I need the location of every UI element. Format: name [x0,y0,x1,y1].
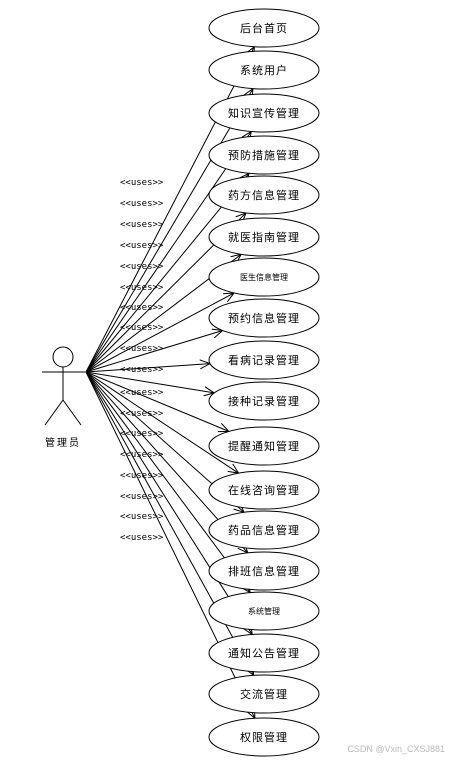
uses-labels: <<uses>> <<uses>> <<uses>> <<uses>> <<uses>>… [120,178,164,543]
use-cases: 后台首页系统用户知识宣传管理预防措施管理药方信息管理就医指南管理医生信息管理预约… [208,8,320,757]
use-case-ellipse [208,50,320,90]
actor-head [52,346,74,368]
use-case-label: 交流管理 [240,687,288,701]
association-edges [85,45,256,720]
use-case-ellipse [208,470,320,510]
use-case-label: 后台首页 [240,21,288,35]
association-line [85,371,230,432]
use-case-ellipse [208,135,320,175]
association-line [85,371,215,394]
uses-label: <<uses>> [120,365,164,375]
actor-admin: 管理员 [42,346,85,449]
actor-right-leg [62,399,82,426]
uses-label: <<uses>> [120,303,164,313]
association-line [85,292,235,373]
use-case-ellipse [208,510,320,550]
uses-label: <<uses>> [120,220,164,230]
use-case-label: 医生信息管理 [240,272,288,282]
actor-name: 管理员 [45,436,81,449]
uses-label: <<uses>> [120,429,164,439]
use-case-label: 权限管理 [240,730,288,744]
use-case-ellipse [208,257,320,297]
use-case-label: 通知公告管理 [228,646,300,660]
uses-label: <<uses>> [120,344,164,354]
uses-label: <<uses>> [120,241,164,251]
watermark: CSDN @Vxin_CXSJ881 [347,744,445,754]
uses-label: <<uses>> [120,178,164,188]
use-case-ellipse [208,674,320,714]
use-case-label: 就医指南管理 [228,230,300,244]
uses-label: <<uses>> [120,471,164,481]
uses-label: <<uses>> [120,409,164,419]
association-line [85,88,254,373]
use-case-ellipse [208,551,320,591]
use-case-label: 药方信息管理 [228,188,300,202]
use-case-ellipse [208,381,320,421]
association-line [85,363,211,373]
association-line [85,330,223,373]
use-case-label: 提醒通知管理 [228,439,300,453]
use-case-label: 药品信息管理 [228,523,300,537]
use-case-ellipse [208,175,320,215]
use-case-ellipse [208,340,320,380]
uses-label: <<uses>> [120,283,164,293]
use-case-label: 预约信息管理 [228,311,300,325]
association-line [85,131,252,373]
association-line [85,371,253,635]
use-case-label: 在线咨询管理 [228,483,300,497]
uses-label: <<uses>> [120,512,164,522]
use-case-label: 排班信息管理 [228,564,300,578]
use-case-label: 知识宣传管理 [228,106,300,120]
use-case-label: 系统用户 [240,63,288,77]
uses-label: <<uses>> [120,450,164,460]
use-case-ellipse [208,298,320,338]
actor-left-leg [44,399,64,426]
use-case-label: 预防措施管理 [228,148,300,162]
use-case-ellipse [208,93,320,133]
uses-label: <<uses>> [120,323,164,333]
uses-label: <<uses>> [120,533,164,543]
use-case-ellipse [208,591,320,631]
use-case-ellipse [208,217,320,257]
use-case-ellipse [208,426,320,466]
use-case-ellipse [208,633,320,673]
use-case-label: 系统管理 [248,606,280,616]
use-case-label: 看病记录管理 [228,353,300,367]
use-case-label: 接种记录管理 [228,394,300,408]
uses-label: <<uses>> [120,262,164,272]
association-line [85,371,239,474]
use-case-ellipse [208,8,320,48]
association-line [85,371,251,593]
use-case-ellipse [208,717,320,757]
uses-label: <<uses>> [120,199,164,209]
uses-label: <<uses>> [120,388,164,398]
uses-label: <<uses>> [120,492,164,502]
